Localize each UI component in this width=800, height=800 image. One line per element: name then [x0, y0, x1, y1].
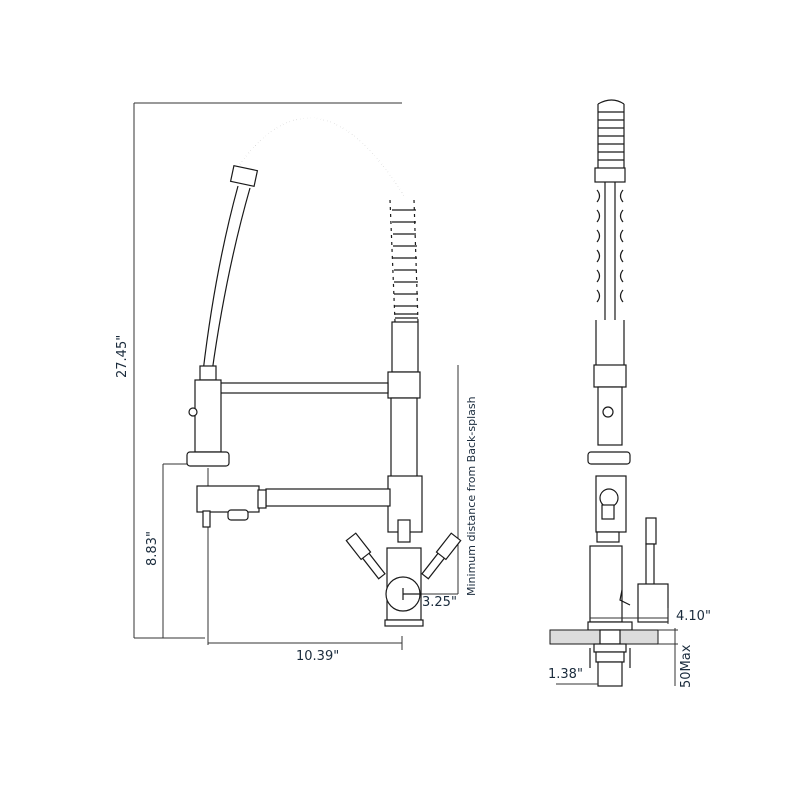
spring-coil	[238, 115, 419, 323]
base-depth-label: 4.10"	[676, 609, 711, 624]
side-spring-coil	[597, 99, 625, 168]
max-deck-thickness-label: 50Max	[679, 644, 694, 688]
overall-height-label: 27.45"	[115, 334, 130, 378]
front-view	[133, 102, 462, 650]
spout-reach-label: 10.39"	[296, 649, 340, 664]
handle-radius-label: 3.25"	[422, 595, 457, 610]
shank-diameter-label: 1.38"	[548, 667, 583, 682]
spout-height-label: 8.83"	[145, 531, 160, 566]
backsplash-note: Minimum distance from Back-splash	[465, 396, 478, 596]
side-view	[549, 99, 678, 687]
